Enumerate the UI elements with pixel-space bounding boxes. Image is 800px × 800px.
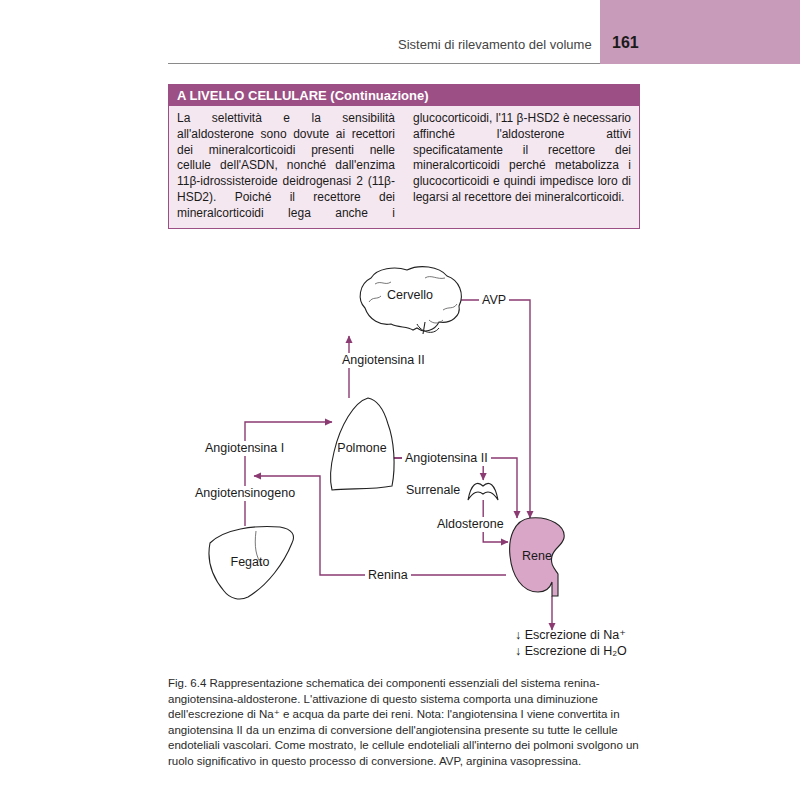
organ-node: Polmone [328, 396, 396, 492]
organ-label: Fegato [231, 555, 270, 569]
output-label: ↓ Escrezione di H₂O [515, 644, 627, 658]
page-header: 161 [612, 34, 639, 52]
arrow-connector [245, 422, 332, 526]
edge-label: AVP [479, 293, 509, 308]
organ-label: Rene [522, 549, 552, 563]
output-label: ↓ Escrezione di Na⁺ [515, 627, 626, 642]
excretion-arrow [551, 596, 552, 630]
figure-caption: Fig. 6.4 Rappresentazione schematica dei… [168, 676, 640, 769]
organ-node: Surrenale [406, 476, 500, 504]
organ-label: Cervello [387, 288, 433, 302]
page-header: Sistemi di rilevamento del volume [398, 37, 592, 52]
info-box: A LIVELLO CELLULARE (Continuazione)La se… [168, 84, 640, 229]
organ-node: Rene [506, 516, 568, 596]
arrow-connector [392, 458, 517, 518]
flow-label: Renina [365, 568, 411, 583]
organ-node: Cervello [355, 264, 465, 336]
box-heading: A LIVELLO CELLULARE (Continuazione) [169, 85, 639, 106]
header-rule [168, 63, 600, 64]
adrenal-outline [466, 478, 500, 502]
page-tab [600, 0, 800, 64]
flow-label: Angiotensinogeno [192, 486, 298, 501]
organ-label: Polmone [337, 441, 386, 455]
organ-label: Surrenale [406, 483, 460, 497]
organ-node: Fegato [204, 523, 296, 601]
arrow-connector [461, 300, 530, 518]
box-body: La selettività e la sensibilità all'aldo… [169, 106, 639, 228]
edge-label: Aldosterone [434, 517, 507, 532]
flow-label: Angiotensina I [202, 441, 287, 456]
edge-label: Angiotensina II [339, 353, 428, 368]
edge-label: Angiotensina II [402, 451, 491, 466]
